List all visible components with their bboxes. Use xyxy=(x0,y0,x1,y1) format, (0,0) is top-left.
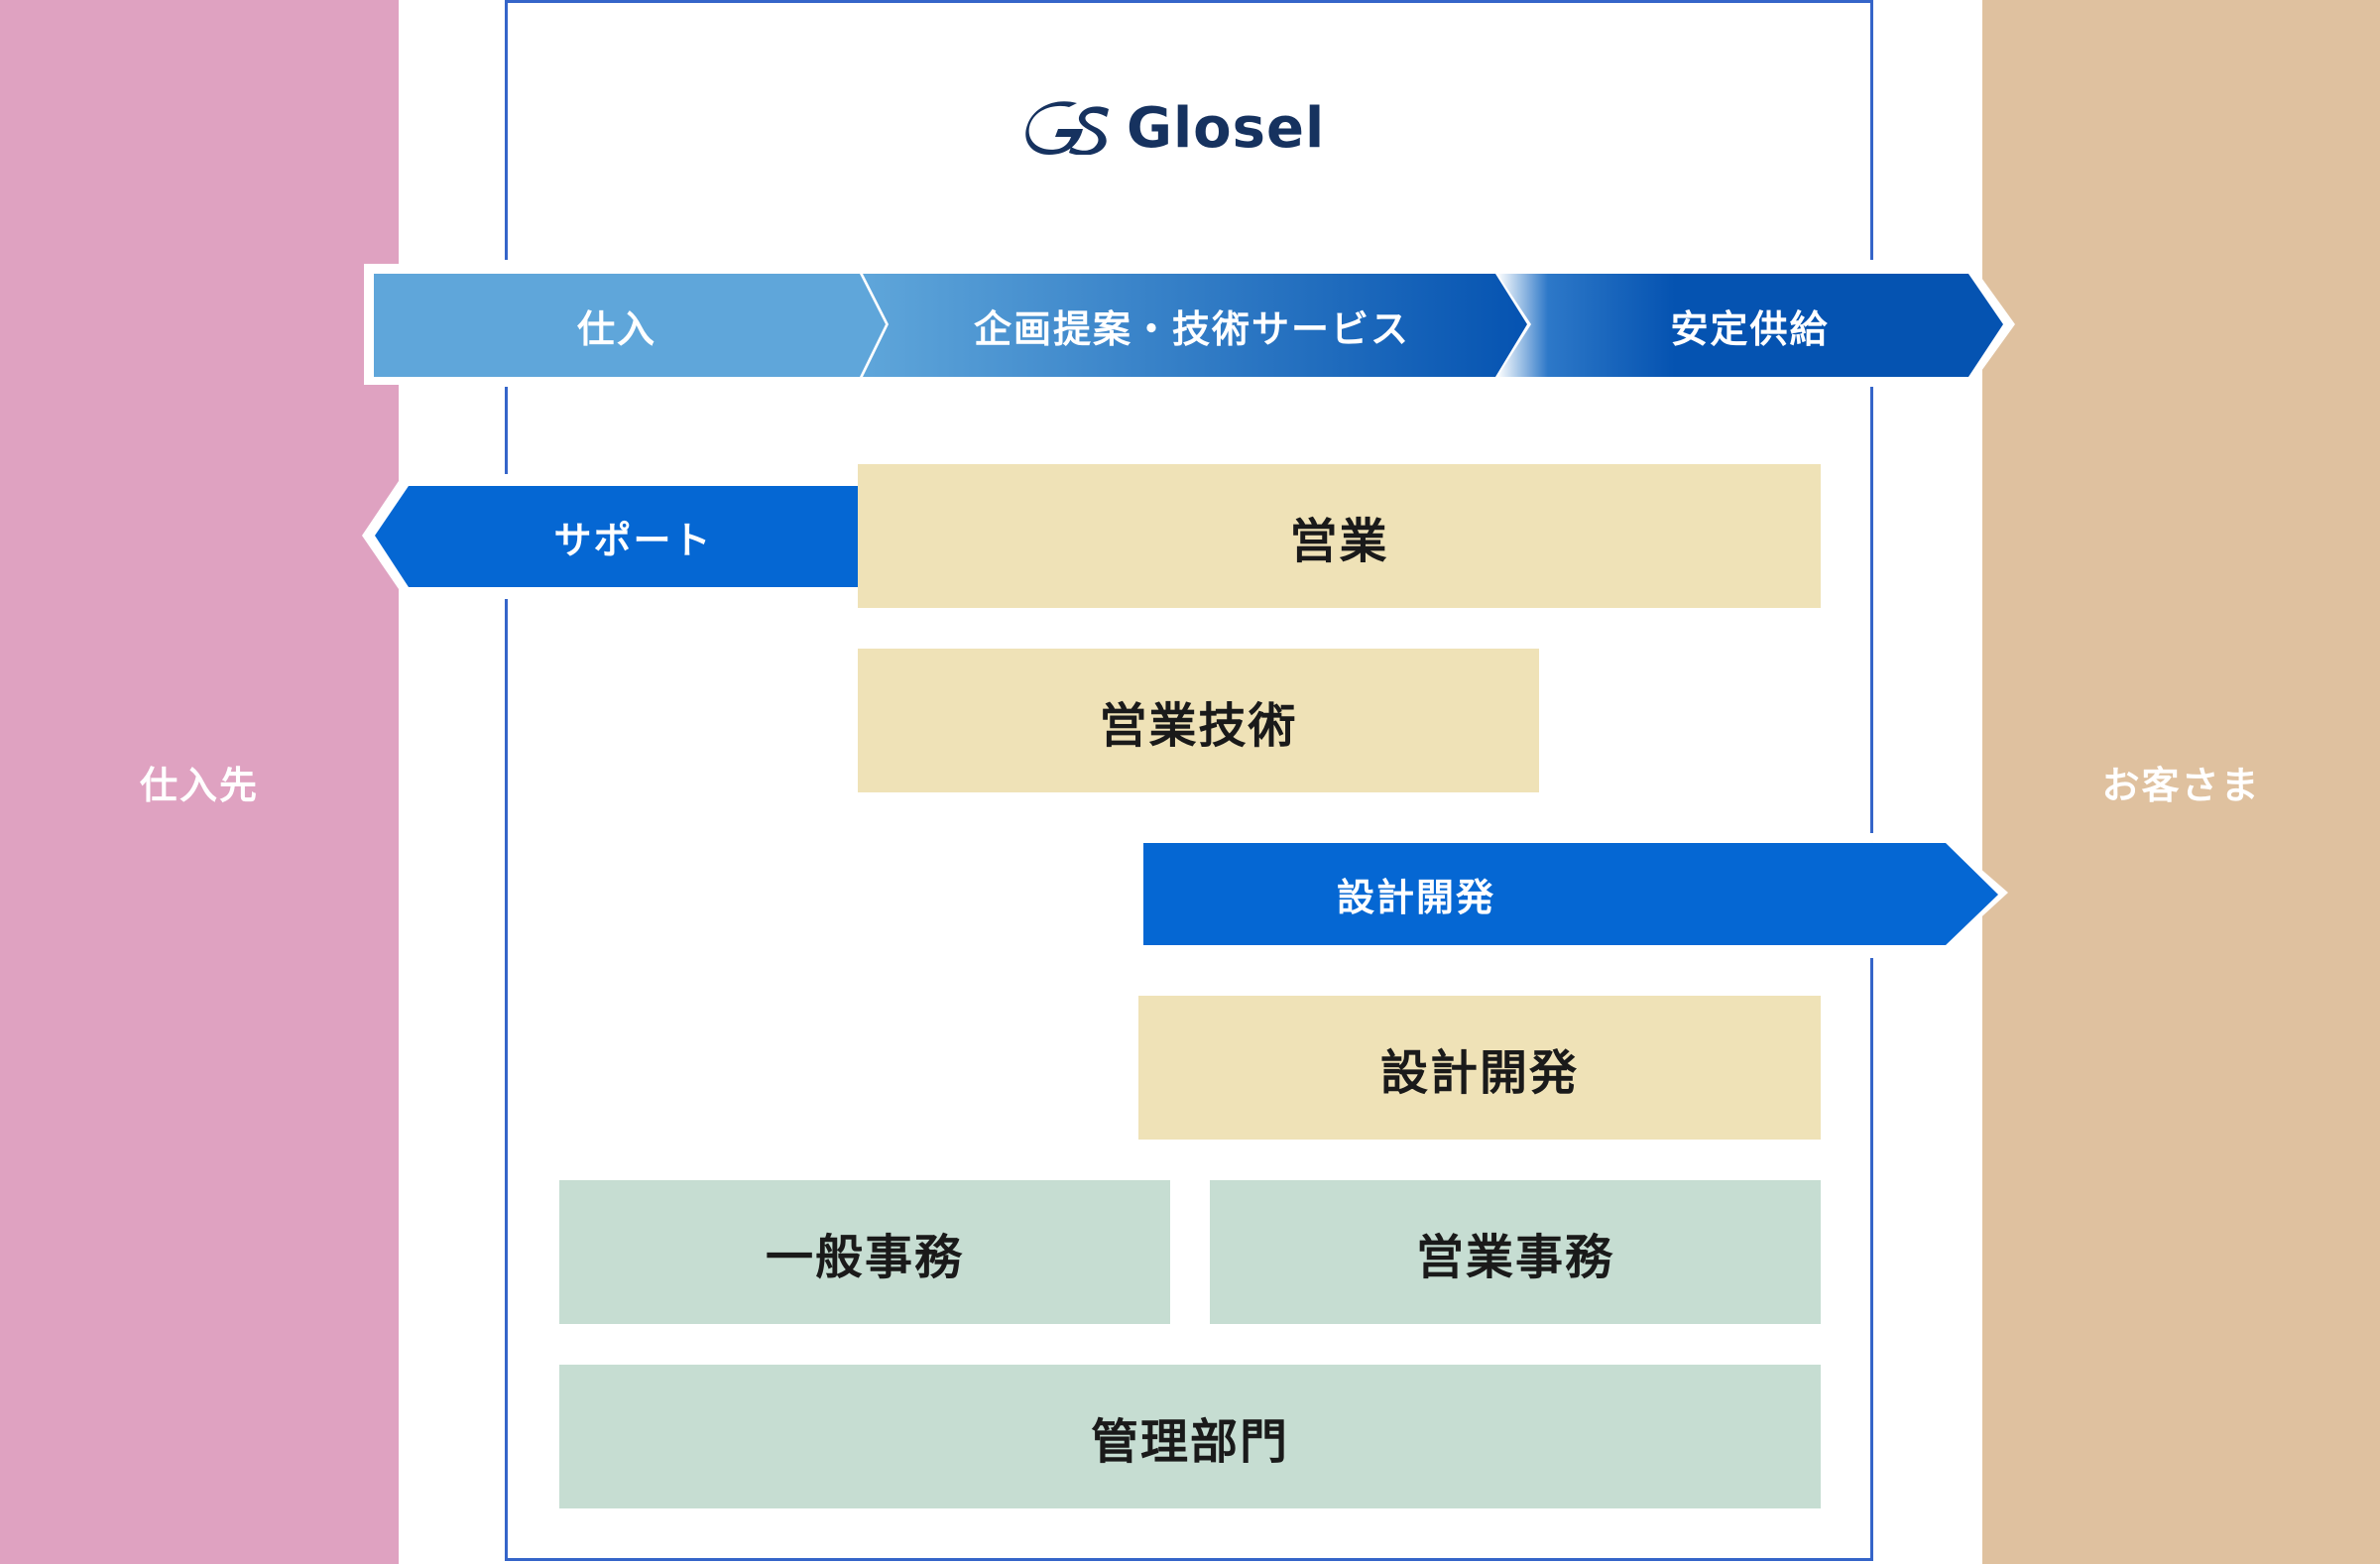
flow-arrow-proposal xyxy=(863,274,1527,377)
dept-label: 営業事務 xyxy=(1415,1229,1614,1285)
dept-general-affairs: 一般事務 xyxy=(559,1180,1170,1324)
dept-label: 営業技術 xyxy=(1099,697,1298,754)
dept-sales-engineering: 営業技術 xyxy=(858,649,1539,792)
flow-arrow-supply xyxy=(1497,274,2003,377)
support-arrow xyxy=(375,486,858,587)
flow-stage-label: 安定供給 xyxy=(1670,306,1830,351)
company-frame xyxy=(505,0,1873,1561)
glosel-logo: Glosel xyxy=(1025,95,1326,161)
dept-sales-admin: 営業事務 xyxy=(1210,1180,1821,1324)
supplier-panel: 仕入先 xyxy=(0,0,399,1564)
dept-management: 管理部門 xyxy=(559,1365,1821,1508)
design-arrow xyxy=(1143,843,1998,945)
dept-label: 営業 xyxy=(1289,513,1389,569)
customer-panel: お客さま xyxy=(1982,0,2380,1564)
support-arrow-label: サポート xyxy=(553,518,713,562)
flow-stage-label: 企画提案・技術サービス xyxy=(973,306,1410,351)
dept-label: 一般事務 xyxy=(765,1229,964,1285)
flow-arrow-purchase xyxy=(374,274,886,377)
logo-text: Glosel xyxy=(1127,95,1326,161)
dept-design-development: 設計開発 xyxy=(1138,996,1821,1140)
dept-label: 設計開発 xyxy=(1379,1044,1579,1101)
glosel-logo-mark-icon xyxy=(1025,101,1109,155)
flow-stage-label: 仕入 xyxy=(576,306,656,351)
design-arrow-label: 設計開発 xyxy=(1336,876,1495,919)
supplier-label: 仕入先 xyxy=(139,764,259,807)
customer-label: お客さま xyxy=(2101,764,2261,807)
dept-sales: 営業 xyxy=(858,464,1821,608)
dept-label: 管理部門 xyxy=(1090,1413,1289,1470)
